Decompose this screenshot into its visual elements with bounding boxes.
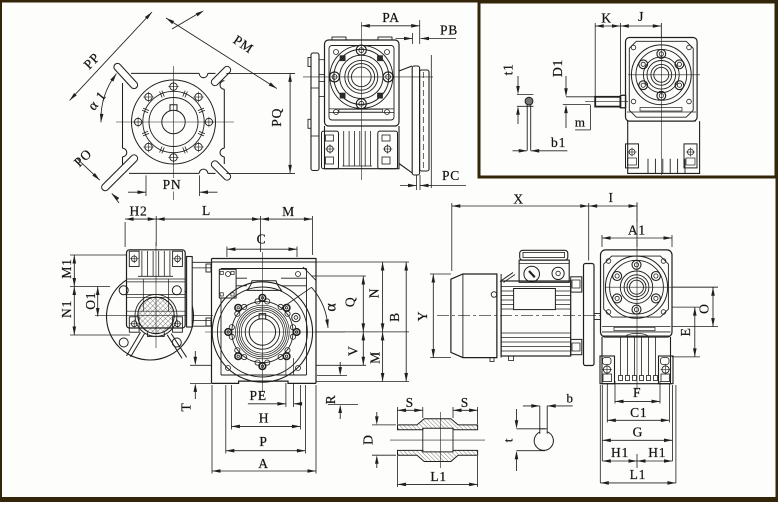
svg-text:R: R (323, 394, 338, 404)
svg-text:PQ: PQ (269, 108, 284, 127)
svg-text:L1: L1 (430, 469, 447, 484)
svg-text:C: C (257, 231, 267, 246)
svg-text:C1: C1 (630, 405, 647, 420)
svg-text:PA: PA (382, 10, 400, 25)
svg-text:N1: N1 (59, 300, 74, 318)
svg-text:K: K (601, 10, 612, 25)
svg-text:E: E (678, 327, 693, 336)
svg-text:A1: A1 (628, 223, 646, 238)
svg-text:L: L (202, 203, 211, 218)
svg-text:D: D (360, 434, 375, 445)
svg-text:D1: D1 (550, 59, 565, 77)
svg-text:V: V (346, 345, 361, 356)
svg-text:m: m (575, 115, 586, 130)
svg-text:PE: PE (250, 388, 267, 403)
svg-text:A: A (258, 456, 269, 471)
svg-text:T: T (179, 402, 194, 411)
svg-text:PC: PC (442, 168, 460, 183)
svg-text:B: B (387, 312, 402, 322)
svg-text:S: S (461, 395, 469, 410)
svg-text:PB: PB (440, 23, 458, 38)
svg-text:H2: H2 (129, 203, 147, 218)
svg-text:M1: M1 (59, 258, 74, 278)
svg-text:M: M (282, 204, 295, 219)
svg-text:b: b (566, 391, 573, 406)
svg-text:X: X (513, 191, 524, 206)
svg-text:F: F (633, 385, 641, 400)
svg-text:Q: Q (342, 297, 357, 308)
svg-text:O: O (696, 303, 711, 314)
svg-text:N: N (366, 288, 381, 299)
svg-text:M: M (367, 351, 382, 364)
svg-text:t: t (500, 438, 515, 442)
svg-text:H1: H1 (648, 445, 666, 460)
svg-text:α: α (323, 302, 340, 311)
svg-text:P: P (259, 434, 267, 449)
svg-text:Y: Y (415, 311, 430, 322)
svg-text:t1: t1 (501, 63, 516, 75)
svg-text:S: S (406, 395, 414, 410)
svg-text:H1: H1 (611, 445, 629, 460)
svg-text:PN: PN (163, 177, 182, 192)
svg-text:I: I (609, 190, 614, 205)
svg-text:H: H (259, 410, 270, 425)
svg-text:J: J (638, 9, 644, 24)
svg-text:b1: b1 (551, 135, 566, 150)
svg-text:G: G (633, 424, 644, 439)
svg-text:O1: O1 (83, 292, 98, 310)
svg-text:L1: L1 (630, 467, 647, 482)
